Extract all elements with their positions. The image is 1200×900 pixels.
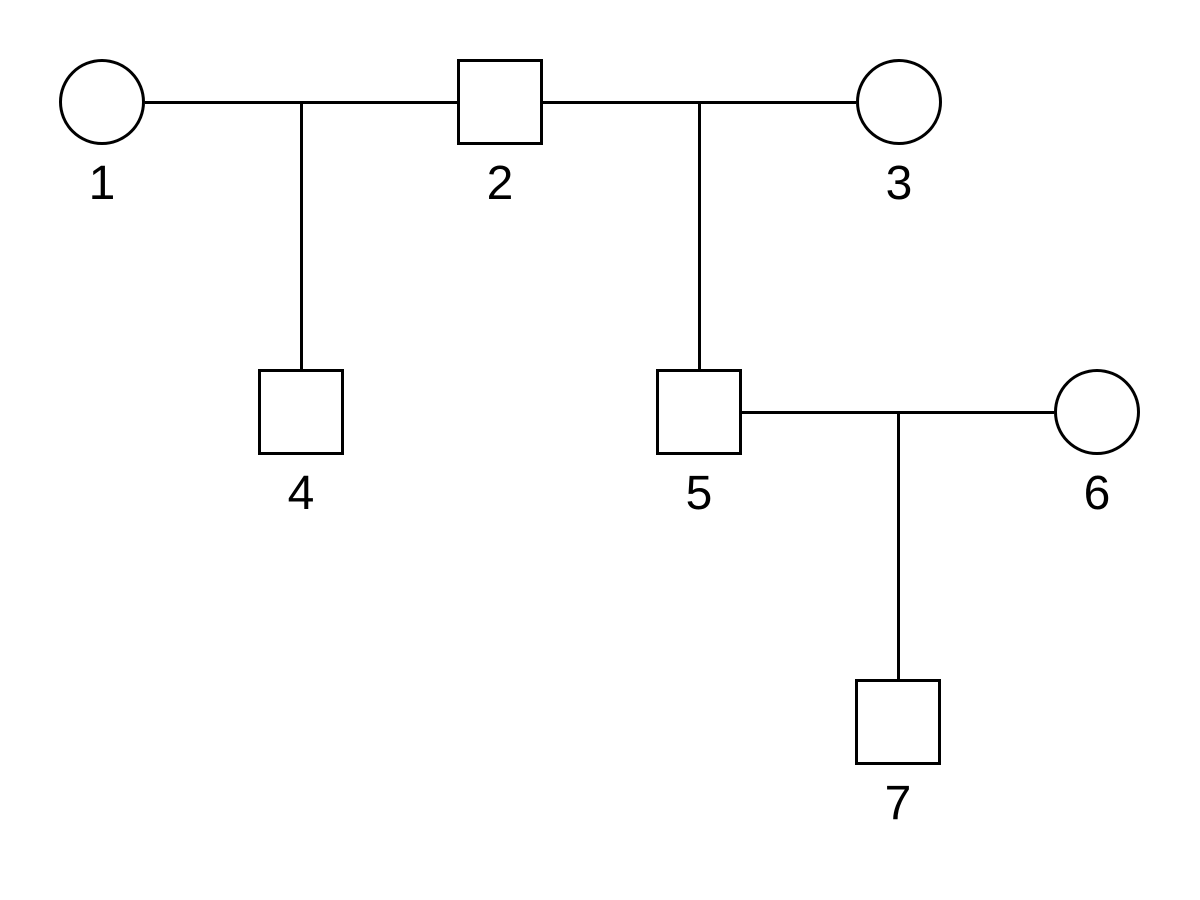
person-4-male-square-icon: [258, 369, 344, 455]
child-line-7: [896, 412, 900, 679]
child-line-4: [299, 102, 303, 369]
child-line-5: [697, 102, 701, 369]
person-7-label: 7: [884, 777, 912, 830]
person-5-male-square-icon: [656, 369, 742, 455]
person-1-female-circle-icon: [59, 59, 145, 145]
person-4-label: 4: [287, 467, 315, 520]
person-2-male-square-icon: [457, 59, 543, 145]
person-3-female-circle-icon: [856, 59, 942, 145]
person-1-label: 1: [88, 157, 116, 210]
person-6-label: 6: [1083, 467, 1111, 520]
person-3-label: 3: [885, 157, 913, 210]
person-5-label: 5: [685, 467, 713, 520]
person-2-label: 2: [486, 157, 514, 210]
person-6-female-circle-icon: [1054, 369, 1140, 455]
person-7-male-square-icon: [855, 679, 941, 765]
